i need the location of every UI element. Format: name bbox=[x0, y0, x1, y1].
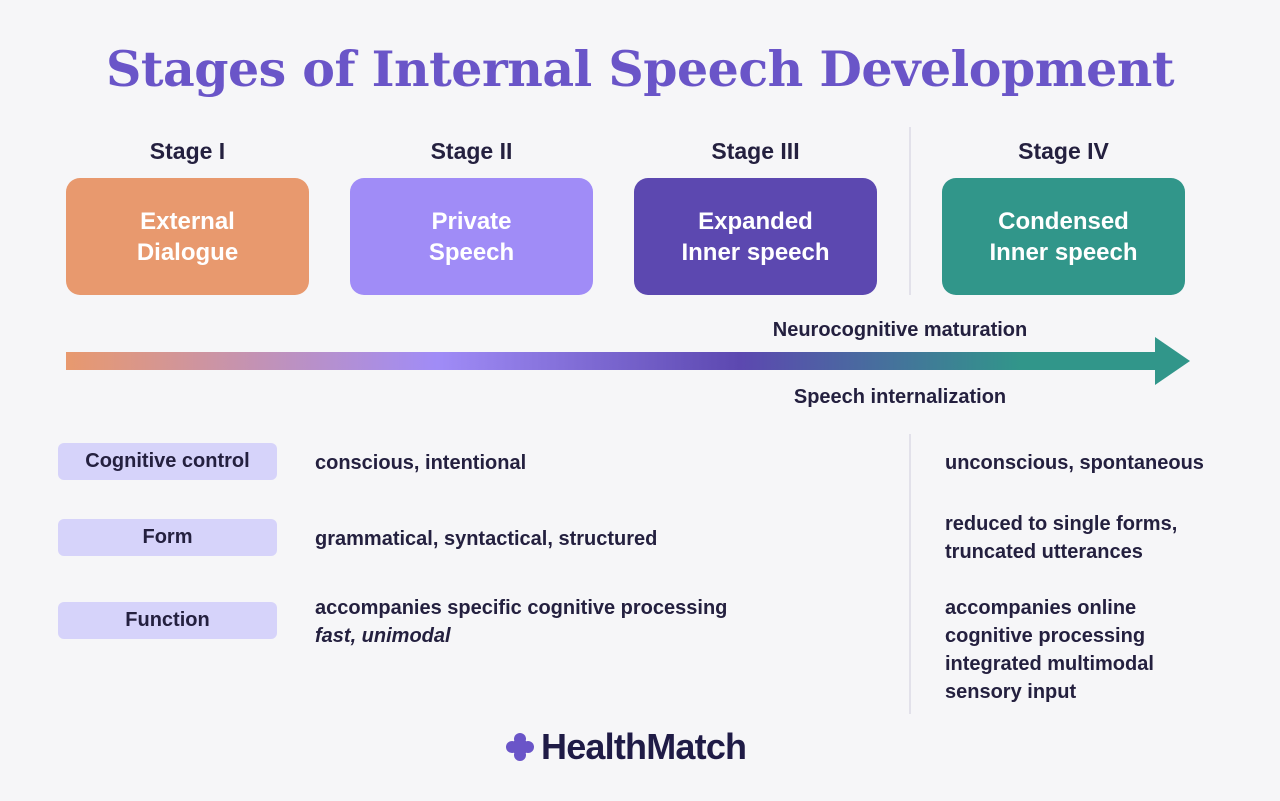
page-title: Stages of Internal Speech Development bbox=[105, 40, 1175, 98]
cell-line: accompanies online bbox=[945, 597, 1137, 619]
cell-line: conscious, intentional bbox=[315, 452, 527, 474]
cell-line: accompanies specific cognitive processin… bbox=[315, 597, 728, 619]
cell-line: integrated multimodal bbox=[945, 653, 1154, 675]
stage-divider-bottom bbox=[909, 434, 911, 714]
brand-name: HealthMatch bbox=[541, 726, 747, 767]
arrow-head bbox=[1155, 337, 1190, 385]
row-label-form: Form bbox=[58, 519, 277, 556]
cell-cognitive-control-late: unconscious, spontaneous bbox=[945, 449, 1204, 477]
stage-1-box: External Dialogue bbox=[66, 178, 309, 295]
arrow-bottom-label: Speech internalization bbox=[793, 386, 1007, 408]
stage-4-box: Condensed Inner speech bbox=[942, 178, 1185, 295]
arrow-shaft bbox=[66, 352, 1160, 370]
cell-form-late: reduced to single forms, truncated utter… bbox=[945, 510, 1177, 566]
cell-line: truncated utterances bbox=[945, 541, 1143, 563]
stage-4-label: Stage IV bbox=[1018, 138, 1109, 164]
cell-line: sensory input bbox=[945, 681, 1077, 703]
cell-line-italic: fast, unimodal bbox=[315, 625, 451, 647]
cell-form-early: grammatical, syntactical, structured bbox=[315, 525, 657, 553]
arrow-top-label: Neurocognitive maturation bbox=[772, 319, 1028, 341]
cell-line: grammatical, syntactical, structured bbox=[315, 528, 658, 550]
stage-3-box: Expanded Inner speech bbox=[634, 178, 877, 295]
cell-function-early: accompanies specific cognitive processin… bbox=[315, 594, 727, 650]
cell-line: reduced to single forms, bbox=[945, 513, 1178, 535]
cell-cognitive-control-early: conscious, intentional bbox=[315, 449, 526, 477]
cell-line: unconscious, spontaneous bbox=[945, 452, 1204, 474]
cell-function-late: accompanies online cognitive processing … bbox=[945, 594, 1154, 706]
row-label-cognitive-control: Cognitive control bbox=[58, 443, 277, 480]
stage-divider-top bbox=[909, 127, 911, 295]
stage-2-label: Stage II bbox=[430, 138, 513, 164]
row-label-function: Function bbox=[58, 602, 277, 639]
stage-3-label: Stage III bbox=[711, 138, 800, 164]
plus-flower-icon bbox=[506, 733, 534, 761]
cell-line: cognitive processing bbox=[945, 625, 1146, 647]
healthmatch-logo: HealthMatch bbox=[505, 726, 747, 768]
stage-1-label: Stage I bbox=[149, 138, 226, 164]
stage-2-box: Private Speech bbox=[350, 178, 593, 295]
